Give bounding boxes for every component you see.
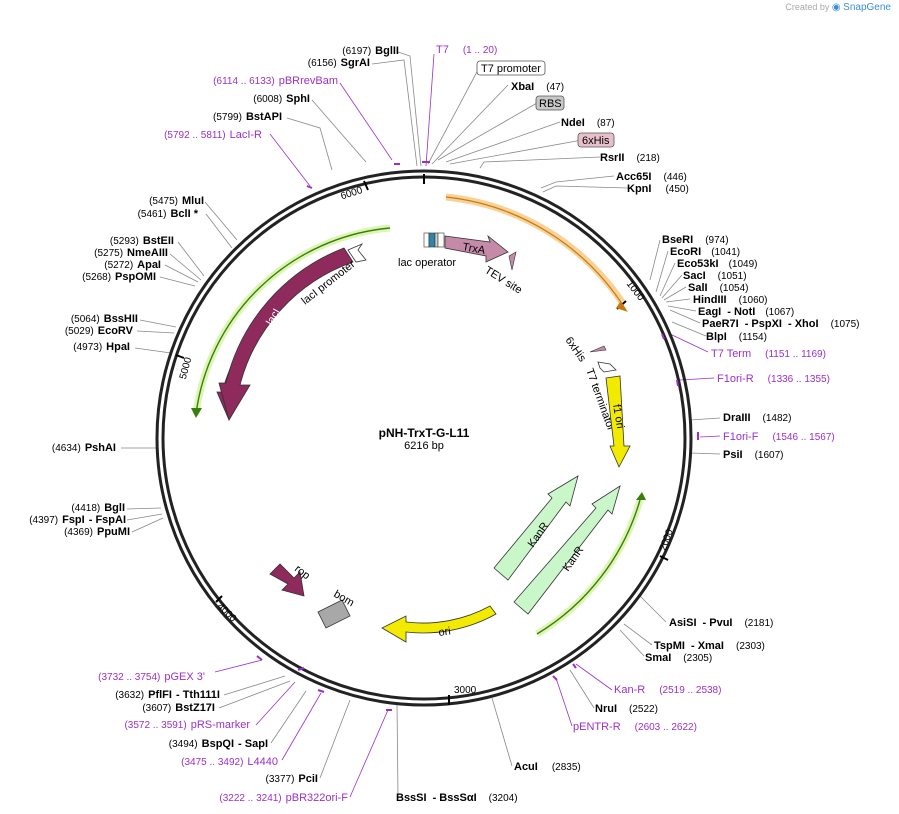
site-f1ori-r: F1ori-R(1336 .. 1355) xyxy=(717,373,830,385)
site-bgli: (4418)BglI xyxy=(71,502,125,514)
site-nmeaiii: (5275)NmeAIII xyxy=(94,247,168,259)
credit-prefix: Created by xyxy=(785,2,830,12)
site-acui: AcuI(2835) xyxy=(514,761,581,773)
site-bsshii: (5064)BssHII xyxy=(71,313,138,325)
snapgene-credit: Created by ◉ SnapGene xyxy=(785,2,891,13)
site-prs-marker: (3572 .. 3591)pRS-marker xyxy=(124,719,250,731)
label-t7-promoter: T7 promoter xyxy=(481,63,541,75)
plasmid-size: 6216 bp xyxy=(404,440,444,452)
site-ppumi: (4369)PpuMI xyxy=(64,526,130,538)
site-bcli: (5461)BclI * xyxy=(138,208,199,220)
site-nrui: NruI(2522) xyxy=(595,703,658,715)
feature-arcs: lacI lacI promoter lac operator TrxA TEV… xyxy=(191,193,646,643)
site-pshai: (4634)PshAI xyxy=(52,442,116,454)
site-pcii: (3377)PciI xyxy=(266,773,318,785)
feature-label-tev-site: TEV site xyxy=(482,264,524,296)
site-f1ori-f: F1ori-F(1546 .. 1567) xyxy=(723,431,835,443)
site-tspmi: TspMI- XmaI(2303) xyxy=(654,640,765,652)
credit-brand: SnapGene xyxy=(843,2,891,13)
site-bstz17i: (3607)BstZ17I xyxy=(142,702,215,714)
site-smai: SmaI(2305) xyxy=(645,652,712,664)
site-labels: (6197)BglII (6156)SgrAI (6114 .. 6133)pB… xyxy=(29,44,859,804)
site-bseri: BseRI(974) xyxy=(662,234,729,246)
site-apai: (5272)ApaI xyxy=(104,259,161,271)
leader-lines xyxy=(121,51,721,798)
tick-5000: 5000 xyxy=(178,356,194,381)
snapgene-logo-icon: ◉ xyxy=(831,2,841,13)
plasmid-name: pNH-TrxT-G-L11 xyxy=(379,426,470,440)
site-hindiii: HindIII(1060) xyxy=(693,294,768,306)
site-ecori: EcoRI(1041) xyxy=(670,246,740,258)
site-hpai: (4973)HpaI xyxy=(73,341,130,353)
site-pflfi: (3632)PflFI- Tth111I xyxy=(115,689,220,701)
tick-4000: 4000 xyxy=(214,601,238,625)
site-acc65i: Acc65I(446) xyxy=(616,171,687,183)
site-kan-r: Kan-R(2519 .. 2538) xyxy=(614,684,721,696)
feature-label-6xhis: 6xHis xyxy=(563,335,589,365)
site-eagi: EagI- NotI(1067) xyxy=(698,306,794,318)
site-eco53ki: Eco53kI(1049) xyxy=(677,258,758,270)
feature-label-f1-ori: f1 ori xyxy=(610,403,626,429)
site-pentr-r: pENTR-R(2603 .. 2622) xyxy=(573,721,697,733)
site-psii: PsiI(1607) xyxy=(723,449,783,461)
site-pbr322ori-f: (3222 .. 3241)pBR322ori-F xyxy=(219,792,348,804)
site-kpni: KpnI(450) xyxy=(627,183,689,195)
site-l4440: (3475 .. 3492)L4440 xyxy=(181,756,278,768)
feature-label-lac-operator: lac operator xyxy=(398,257,456,269)
site-blpi: BlpI(1154) xyxy=(706,331,767,343)
site-draiii: DraIII(1482) xyxy=(723,412,791,424)
site-ndei: NdeI(87) xyxy=(561,117,615,129)
feature-label-ori: ori xyxy=(438,625,452,639)
site-pbrrevbam: (6114 .. 6133)pBRrevBam xyxy=(213,75,338,87)
site-saci: SacI(1051) xyxy=(683,270,747,282)
primer-marks xyxy=(256,161,699,711)
site-laci-r: (5792 .. 5811)LacI-R xyxy=(164,129,262,141)
site-bsssi: BssSI- BssSαI(3204) xyxy=(396,792,518,804)
site-sali: SalI(1054) xyxy=(688,282,748,294)
tick-1000: 1000 xyxy=(624,279,647,304)
site-paer7i: PaeR7I- PspXI- XhoI(1075) xyxy=(702,318,859,330)
site-sgrai: (6156)SgrAI xyxy=(308,57,370,69)
site-fspi: (4397)FspI- FspAI xyxy=(29,514,126,526)
tick-6000: 6000 xyxy=(339,185,364,202)
site-bstapi: (5799)BstAPI xyxy=(213,111,282,123)
site-ecorv: (5029)EcoRV xyxy=(65,325,134,337)
site-sphi: (6008)SphI xyxy=(253,93,310,105)
site-bsteii: (5293)BstEII xyxy=(110,235,174,247)
site-t7: T7(1 .. 20) xyxy=(436,44,497,56)
site-bspqi: (3494)BspQI- SapI xyxy=(169,738,268,750)
site-bglii: (6197)BglII xyxy=(342,45,399,57)
site-xbai: XbaI(47) xyxy=(511,81,564,93)
site-asisi: AsiSI- PvuI(2181) xyxy=(669,617,773,629)
label-rbs: RBS xyxy=(539,98,562,110)
tick-3000: 3000 xyxy=(454,685,477,696)
site-pgex3: (3732 .. 3754)pGEX 3' xyxy=(98,671,205,683)
site-t7-term: T7 Term(1151 .. 1169) xyxy=(711,348,826,360)
boxed-labels: T7 promoter RBS 6xHis xyxy=(476,60,615,148)
site-mlui: (5475)MluI xyxy=(149,195,204,207)
tick-2000: 2000 xyxy=(658,527,676,552)
label-6xhis-box: 6xHis xyxy=(582,135,610,147)
site-rsrii: RsrII(218) xyxy=(600,152,660,164)
feature-label-trxa: TrxA xyxy=(461,241,486,257)
site-pspomi: (5268)PspOMI xyxy=(82,271,156,283)
